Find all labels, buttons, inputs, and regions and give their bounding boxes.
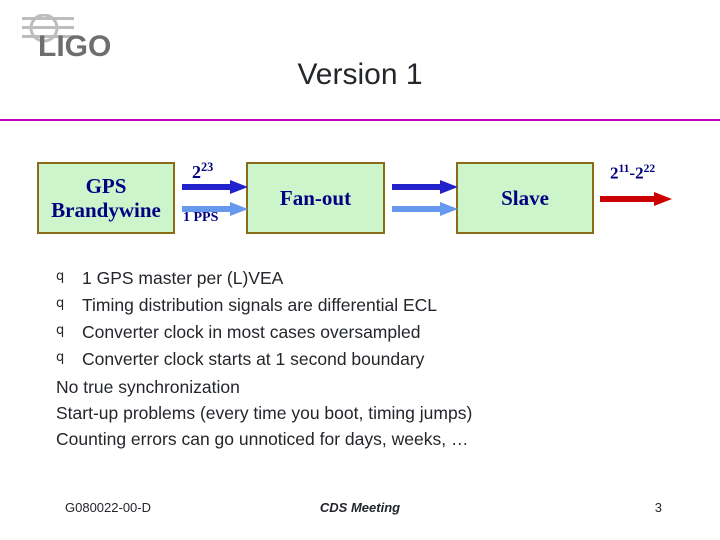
page-title: Version 1 — [297, 58, 423, 91]
square-bullet-icon: q — [56, 296, 65, 312]
arrow-slave-output-icon — [600, 192, 672, 206]
svg-text:LIGO: LIGO — [38, 30, 111, 63]
arrow-fanout-to-slave-pps-icon — [392, 202, 458, 216]
list-item-text: Converter clock starts at 1 second bound… — [82, 349, 425, 370]
note-line-2: Start-up problems (every time you boot, … — [56, 402, 473, 423]
diagram-box-slave: Slave — [456, 162, 594, 234]
square-bullet-icon: q — [56, 350, 65, 366]
footer-meeting-name: CDS Meeting — [319, 500, 401, 515]
box-gps-line2: Brandywine — [51, 198, 161, 222]
arrow-gps-to-fanout-clock-icon — [182, 180, 248, 194]
label-1-pps: 1 PPS — [183, 210, 219, 225]
box-gps-line1: GPS — [85, 173, 127, 198]
diagram-box-gps-brandywine: GPS Brandywine — [37, 162, 175, 234]
note-line-3: Counting errors can go unnoticed for day… — [56, 429, 469, 450]
label-2-pow-11-2-pow-22: 211-222 — [610, 162, 656, 183]
arrow-gps-to-fanout-pps-icon — [182, 202, 248, 216]
list-item-text: Timing distribution signals are differen… — [82, 295, 438, 316]
timing-diagram: GPS Brandywine Fan-out Slave — [0, 150, 720, 260]
square-bullet-icon: q — [56, 323, 65, 339]
list-item: q Timing distribution signals are differ… — [56, 293, 676, 317]
diagram-box-fan-out: Fan-out — [246, 162, 385, 234]
box-slave-label: Slave — [501, 185, 549, 210]
square-bullet-icon: q — [56, 269, 65, 284]
list-item-text: 1 GPS master per (L)VEA — [82, 268, 284, 288]
footer-document-number: G080022-00-D — [65, 500, 151, 515]
box-fanout-label: Fan-out — [279, 185, 352, 210]
list-item: q 1 GPS master per (L)VEA — [56, 266, 676, 290]
footer-page-number: 3 — [654, 500, 662, 515]
arrow-fanout-to-slave-clock-icon — [392, 180, 458, 194]
ligo-logo: LIGO — [22, 14, 152, 66]
title-divider — [0, 119, 720, 121]
label-2-pow-23: 223 — [192, 160, 214, 182]
note-line-1: No true synchronization — [56, 376, 240, 397]
bullet-list: q 1 GPS master per (L)VEA q Timing distr… — [56, 266, 676, 454]
list-item: q Converter clock in most cases oversamp… — [56, 320, 676, 344]
list-item: q Converter clock starts at 1 second bou… — [56, 347, 676, 371]
list-item-text: Converter clock in most cases oversample… — [82, 322, 421, 343]
